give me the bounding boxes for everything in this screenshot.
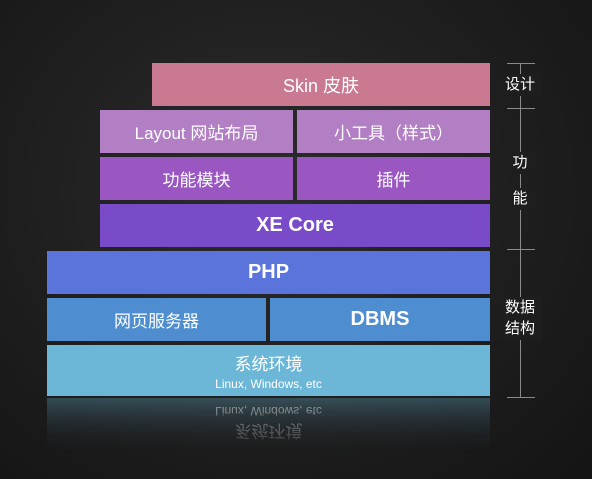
layout-layer: Layout 网站布局 (100, 110, 293, 153)
php-layer: PHP (47, 251, 490, 294)
axis-line (520, 63, 521, 398)
reflection-sublabel: Linux, Windows, etc (215, 404, 322, 419)
axis-label-function-1: 功 (498, 152, 542, 174)
system-layer-label: 系统环境 (234, 355, 303, 374)
webserver-layer: 网页服务器 (47, 298, 266, 341)
system-layer-reflection: 系统环境 Linux, Windows, etc (47, 398, 490, 458)
layout-layer-label: Layout 网站布局 (134, 124, 259, 143)
dbms-layer: DBMS (270, 298, 490, 341)
skin-layer: Skin 皮肤 (152, 63, 490, 106)
axis-label-function-2: 能 (498, 188, 542, 210)
dbms-layer-label: DBMS (350, 308, 410, 330)
plugins-layer: 插件 (297, 157, 490, 200)
axis-label-data-1: 数据 (498, 297, 542, 319)
axis-label-design: 设计 (498, 74, 542, 96)
core-layer: XE Core (100, 204, 490, 247)
modules-layer: 功能模块 (100, 157, 293, 200)
skin-layer-label: Skin 皮肤 (282, 75, 360, 96)
axis-tick (507, 249, 535, 250)
system-layer-sublabel: Linux, Windows, etc (215, 377, 322, 391)
webserver-layer-label: 网页服务器 (114, 312, 199, 331)
system-layer: 系统环境 Linux, Windows, etc (47, 345, 490, 396)
plugins-layer-label: 插件 (376, 171, 411, 190)
reflection-label: 系统环境 (234, 421, 303, 441)
tools-layer-label: 小工具（样式） (334, 124, 453, 143)
axis-tick (507, 63, 535, 64)
modules-layer-label: 功能模块 (162, 171, 231, 190)
core-layer-label: XE Core (256, 214, 334, 236)
php-layer-label: PHP (247, 261, 290, 283)
axis-tick (507, 108, 535, 109)
axis-tick (507, 397, 535, 398)
tools-layer: 小工具（样式） (297, 110, 490, 153)
axis-label-data-2: 结构 (498, 318, 542, 340)
